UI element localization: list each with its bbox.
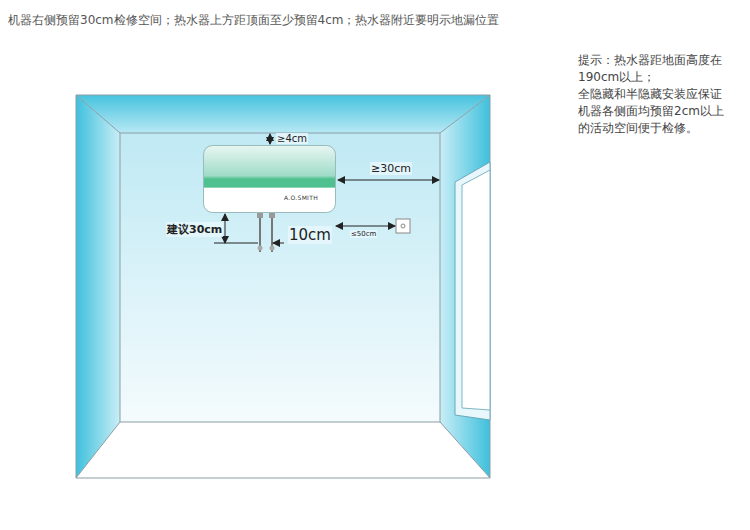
water-heater: A.O.SMITH (203, 145, 336, 213)
hint-note: 提示：热水器距地面高度在190cm以上； (578, 52, 726, 86)
dimension-label: ≥4cm (276, 133, 308, 144)
heater-body (203, 145, 336, 213)
hint-block: 提示：热水器距地面高度在190cm以上；全隐藏和半隐藏安装应保证机器各侧面均预留… (578, 52, 726, 137)
dimension-label: 10cm (288, 226, 332, 244)
dimension-label: ≤50cm (350, 230, 377, 238)
brand-label: A.O.SMITH (284, 194, 318, 201)
dimension-label: 建议30cm (166, 222, 223, 237)
hint-note: 全隐藏和半隐藏安装应保证机器各侧面均预留2cm以上的活动空间便于检修。 (578, 86, 726, 137)
note-heading: 机器右侧预留30cm检修空间；热水器上方距顶面至少预留4cm；热水器附近要明示地… (8, 12, 499, 29)
dimension-label: ≥30cm (370, 162, 412, 175)
